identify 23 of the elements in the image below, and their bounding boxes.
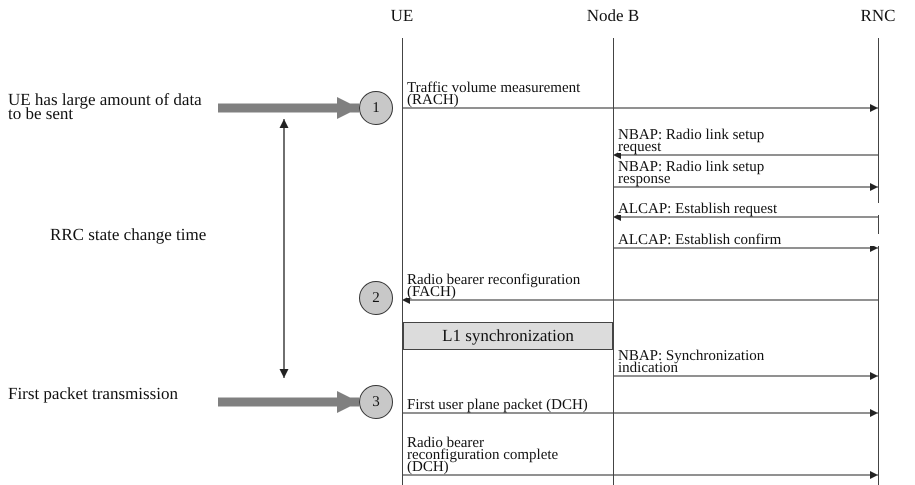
note-text: UE has large amount of data to be sent <box>8 93 218 121</box>
step-number-circle: 1 <box>359 91 393 125</box>
participant-label: UE <box>390 6 414 26</box>
message-arrow <box>402 296 878 304</box>
step-number-circle: 3 <box>359 385 393 419</box>
participant-label: Node B <box>586 6 640 26</box>
annotation-text: RRC state change time <box>50 228 206 242</box>
message-arrow <box>402 409 878 417</box>
message-arrow <box>402 104 878 112</box>
message-arrow <box>612 244 878 252</box>
note-text: First packet transmission <box>8 387 218 401</box>
block-arrow <box>218 97 359 119</box>
participant-label: RNC <box>860 6 896 26</box>
edge-label: ALCAP: Establish request <box>618 203 880 215</box>
message-arrow <box>612 213 878 221</box>
message-arrow <box>612 372 878 380</box>
block-arrow <box>218 391 359 413</box>
message-arrow <box>612 151 878 159</box>
message-arrow <box>612 183 878 191</box>
step-number-circle: 2 <box>359 281 393 315</box>
message-arrow <box>402 471 878 479</box>
edge-label: ALCAP: Establish confirm <box>618 234 880 246</box>
process-bar: L1 synchronization <box>403 322 613 350</box>
